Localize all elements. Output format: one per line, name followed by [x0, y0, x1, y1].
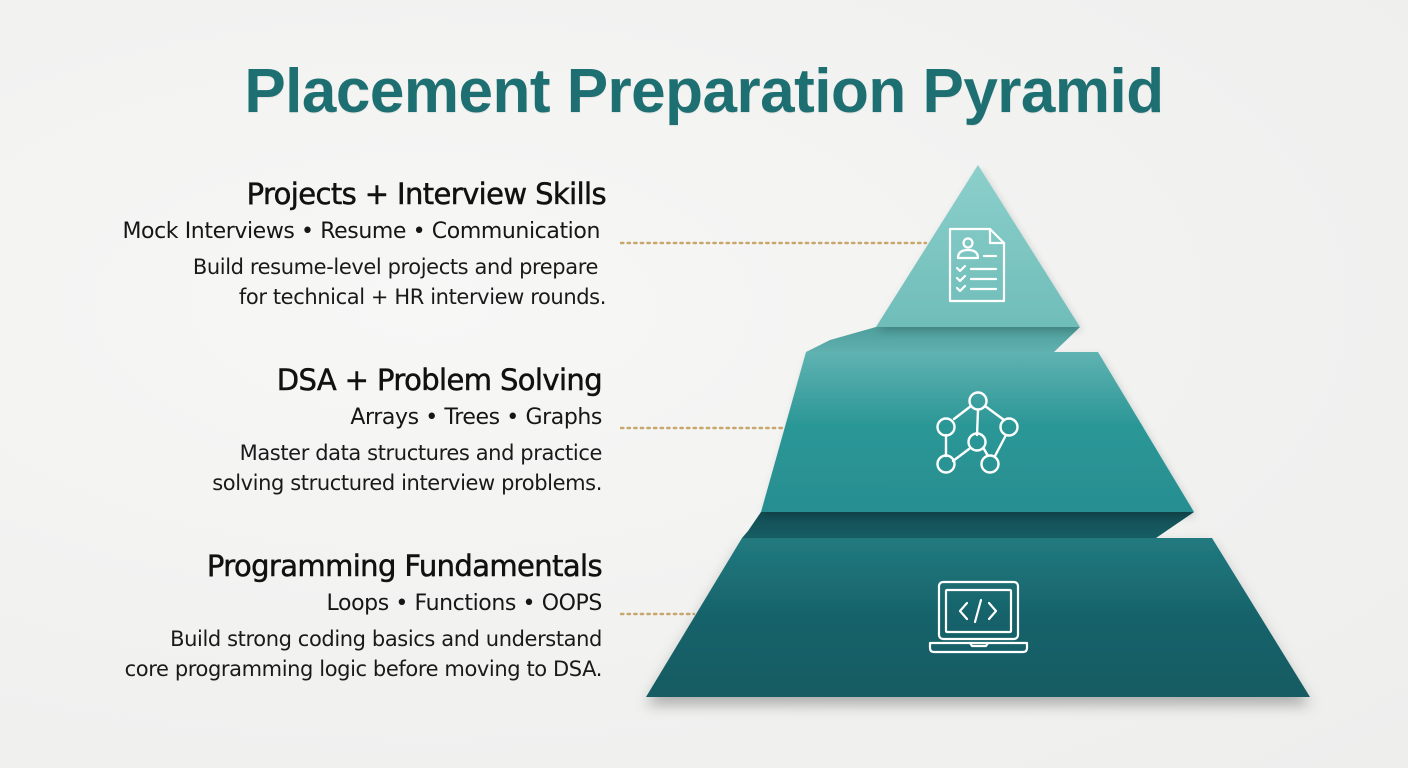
laptop-code-icon	[928, 580, 1029, 654]
level-heading: Programming Fundamentals	[206, 549, 603, 584]
page-title: Placement Preparation Pyramid	[244, 57, 1164, 126]
level-tags: Mock Interviews • Resume • Communication	[122, 219, 600, 244]
level-description: Master data structures and practice solv…	[212, 441, 602, 495]
connector-lines	[619, 241, 928, 616]
level-bottom-text: Programming Fundamentals Loops • Functio…	[124, 548, 603, 684]
level-tags: Loops • Functions • OOPS	[326, 591, 603, 616]
level-description: Build resume-level projects and prepare …	[192, 255, 607, 309]
level-description: Build strong coding basics and understan…	[124, 627, 603, 681]
level-top-text: Projects + Interview Skills Mock Intervi…	[122, 176, 606, 312]
level-bottom-shape	[646, 538, 1310, 697]
level-middle-text: DSA + Problem Solving Arrays • Trees • G…	[212, 362, 603, 498]
fold-middle-bottom	[742, 512, 1194, 538]
level-heading: Projects + Interview Skills	[246, 177, 607, 212]
level-tags: Arrays • Trees • Graphs	[350, 405, 602, 430]
fold-top-middle	[806, 327, 1080, 352]
level-heading: DSA + Problem Solving	[276, 363, 603, 398]
resume-checklist-icon	[948, 227, 1006, 303]
level-top-shape	[876, 165, 1080, 327]
graph-network-icon	[936, 391, 1019, 474]
